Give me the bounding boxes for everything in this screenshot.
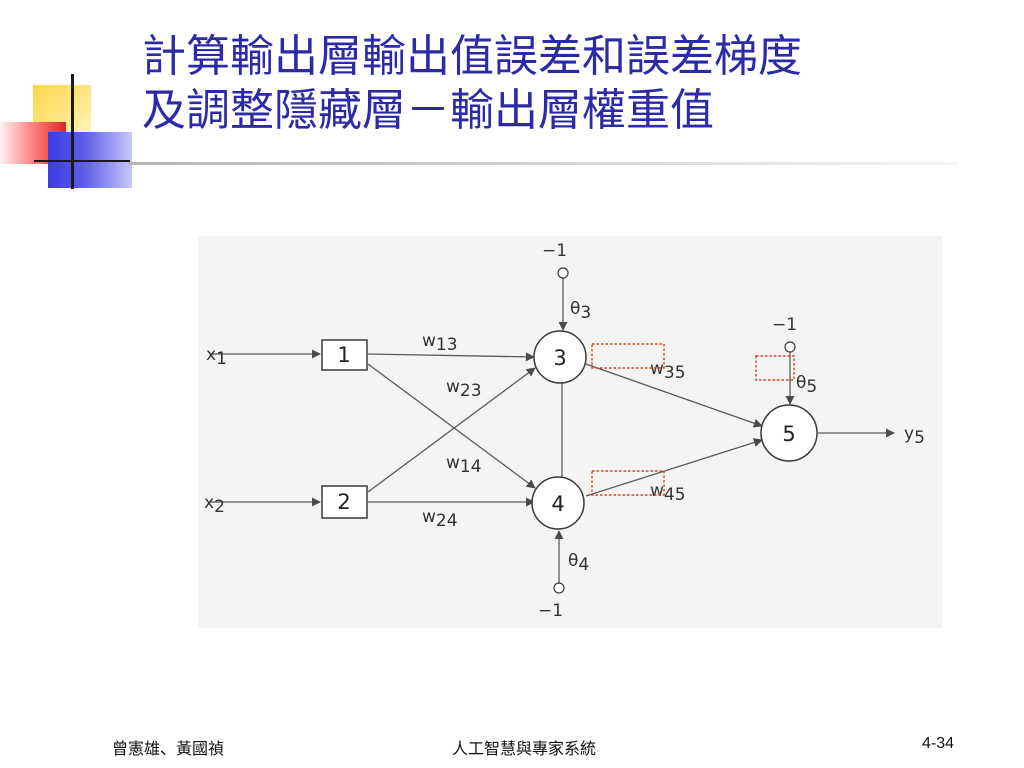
input-node-1: [321, 339, 368, 371]
input-node-2: [321, 485, 368, 519]
weight-label-w35: w35: [650, 359, 686, 383]
input-label-x2: x2: [204, 493, 225, 517]
weight-label-w23: w23: [446, 377, 482, 401]
highlight-box-theta5: [755, 355, 795, 381]
edge-w13: [367, 352, 535, 362]
bias-terminal-node-3: [557, 267, 569, 279]
weight-label-w24: w24: [422, 507, 458, 531]
output-label-y5: y5: [904, 424, 925, 448]
edge-w23: [367, 367, 536, 493]
edge-w14: [367, 363, 536, 489]
footer-page-number: 4-34: [922, 735, 955, 752]
diagram-background: [198, 236, 942, 628]
bias-label-node-4: −1: [538, 601, 563, 621]
node-label-3: 3: [553, 346, 566, 370]
bias-label-node-5: −1: [772, 315, 797, 335]
highlight-box-w45: [591, 470, 665, 496]
weight-label-w14: w14: [446, 453, 482, 477]
footer-course-title: 人工智慧與專家系統: [452, 739, 597, 758]
title-underline-rule: [128, 162, 958, 165]
slide-title-line-2: 及調整隱藏層－輸出層權重值: [142, 85, 714, 136]
node-label-4: 4: [551, 492, 564, 516]
threshold-label-theta5: θ5: [796, 373, 817, 397]
weight-label-w13: w13: [422, 331, 458, 355]
threshold-label-theta4: θ4: [568, 551, 589, 575]
output-node-5: [760, 404, 818, 462]
node-label-1: 1: [337, 343, 350, 367]
weight-label-w45: w45: [650, 481, 686, 505]
highlight-box-w35: [591, 343, 665, 369]
bias-terminal-node-4: [553, 582, 565, 594]
footer-authors: 曾憲雄、黃國禎: [112, 739, 225, 758]
hidden-node-3: [533, 330, 587, 384]
edge-w35: [585, 363, 763, 428]
node-label-5: 5: [782, 422, 795, 446]
slide-title: 計算輸出層輸出值誤差和誤差梯度 及調整隱藏層－輸出層權重值: [142, 30, 802, 138]
decoration-vertical-line: [71, 74, 74, 189]
bias-terminal-node-5: [784, 341, 796, 353]
decoration-horizontal-line: [34, 160, 130, 162]
edge-w45: [585, 438, 763, 497]
bias-label-node-3: −1: [542, 241, 567, 261]
hidden-node-4: [531, 476, 585, 530]
threshold-label-theta3: θ3: [570, 299, 591, 323]
node-label-2: 2: [337, 490, 350, 514]
neural-network-diagram: 1 2 3 4 5 x1 x2 y5 −1 −1 −1 θ3 θ4 θ5 w13…: [204, 241, 925, 621]
input-label-x1: x1: [206, 345, 227, 369]
slide-title-line-1: 計算輸出層輸出值誤差和誤差梯度: [142, 31, 802, 82]
